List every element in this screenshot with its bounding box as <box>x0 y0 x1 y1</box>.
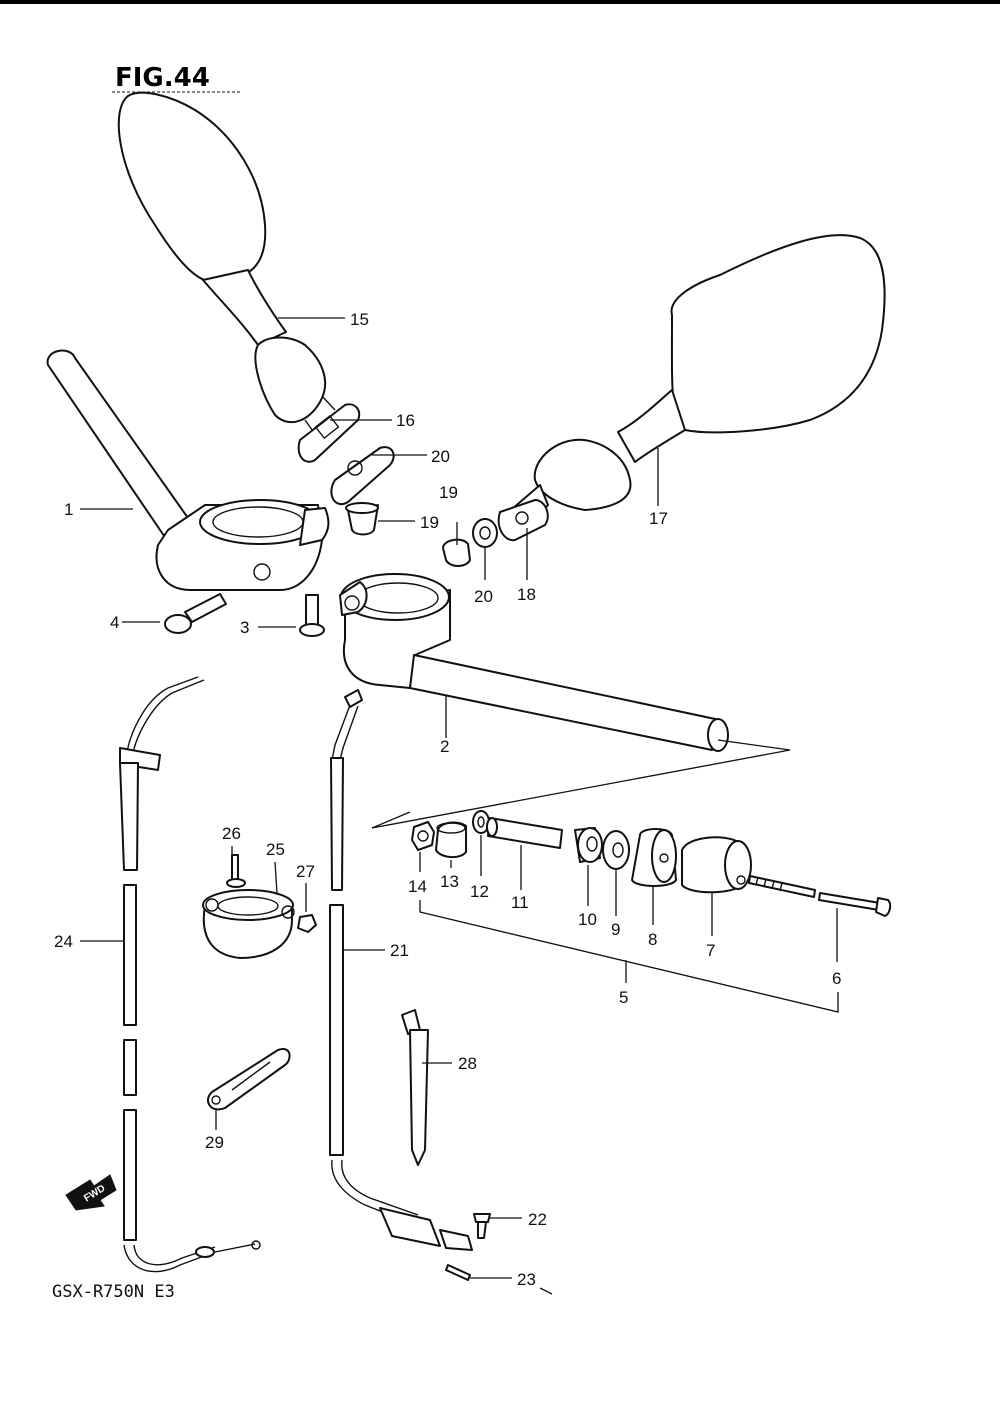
callout-19-upper: 19 <box>439 483 458 502</box>
part-10-spacer <box>574 827 603 863</box>
part-8-weight <box>631 828 677 887</box>
callout-16: 16 <box>396 411 415 430</box>
callout-1: 1 <box>64 500 73 519</box>
callout-7: 7 <box>706 941 715 960</box>
callout-9: 9 <box>611 920 620 939</box>
part-15-left-mirror <box>117 91 336 439</box>
forward-arrow-icon: FWD <box>65 1174 117 1211</box>
callout-12: 12 <box>470 882 489 901</box>
callout-23: 23 <box>517 1270 536 1289</box>
part-17-right-mirror <box>504 234 886 536</box>
callout-2: 2 <box>440 737 449 756</box>
callout-20-upper: 20 <box>431 447 450 466</box>
model-code: GSX-R750N E3 <box>52 1282 175 1302</box>
callout-6: 6 <box>832 969 841 988</box>
part-23-pin <box>445 1264 471 1281</box>
part-6-screw <box>748 875 892 917</box>
callout-labels: 1 2 3 4 5 6 7 8 9 10 11 12 13 14 15 16 1… <box>54 310 841 1289</box>
part-13-collar <box>435 821 467 858</box>
callout-26: 26 <box>222 824 241 843</box>
part-14-nut <box>411 821 435 851</box>
part-22-bolt <box>473 1213 491 1239</box>
callout-15: 15 <box>350 310 369 329</box>
callout-17: 17 <box>649 509 668 528</box>
part-20-left-plate <box>330 446 395 505</box>
callout-22: 22 <box>528 1210 547 1229</box>
callout-21: 21 <box>390 941 409 960</box>
callout-18: 18 <box>517 585 536 604</box>
part-19-bolt-left <box>345 502 379 536</box>
part-26-screw <box>226 854 246 888</box>
callout-20-lower: 20 <box>474 587 493 606</box>
callout-24: 24 <box>54 932 73 951</box>
part-28-cable-tie <box>401 1009 429 1166</box>
part-24-throttle-cable <box>119 676 261 1273</box>
part-21-clutch-cable <box>329 689 473 1251</box>
callout-11: 11 <box>511 893 529 912</box>
part-1-left-handlebar <box>46 349 330 591</box>
break-line <box>371 739 791 829</box>
callout-3: 3 <box>240 618 249 637</box>
part-20-right-washer <box>472 518 498 548</box>
part-18-mount <box>497 499 549 542</box>
leader-lines <box>80 317 839 1295</box>
callout-4: 4 <box>110 613 119 632</box>
callout-10: 10 <box>578 910 597 929</box>
part-2-right-handlebar <box>339 573 729 752</box>
callout-19-lower: 19 <box>420 513 439 532</box>
part-4-bolt <box>164 593 227 634</box>
part-3-bolt <box>299 594 325 637</box>
callout-28: 28 <box>458 1054 477 1073</box>
callout-27: 27 <box>296 862 315 881</box>
figure-title: FIG.44 <box>115 63 210 93</box>
callout-29: 29 <box>205 1133 224 1152</box>
callout-13: 13 <box>440 872 459 891</box>
part-19-bolt-right <box>442 538 471 567</box>
part-25-clamp <box>202 889 295 959</box>
part-11-shaft <box>486 817 563 849</box>
callout-8: 8 <box>648 930 657 949</box>
part-27-nut <box>297 914 317 933</box>
part-29-plate <box>207 1048 291 1111</box>
callout-5: 5 <box>619 988 628 1007</box>
part-9-washer <box>602 830 630 870</box>
callout-25: 25 <box>266 840 285 859</box>
part-7-end-weight <box>681 836 752 894</box>
callout-14: 14 <box>408 877 427 896</box>
